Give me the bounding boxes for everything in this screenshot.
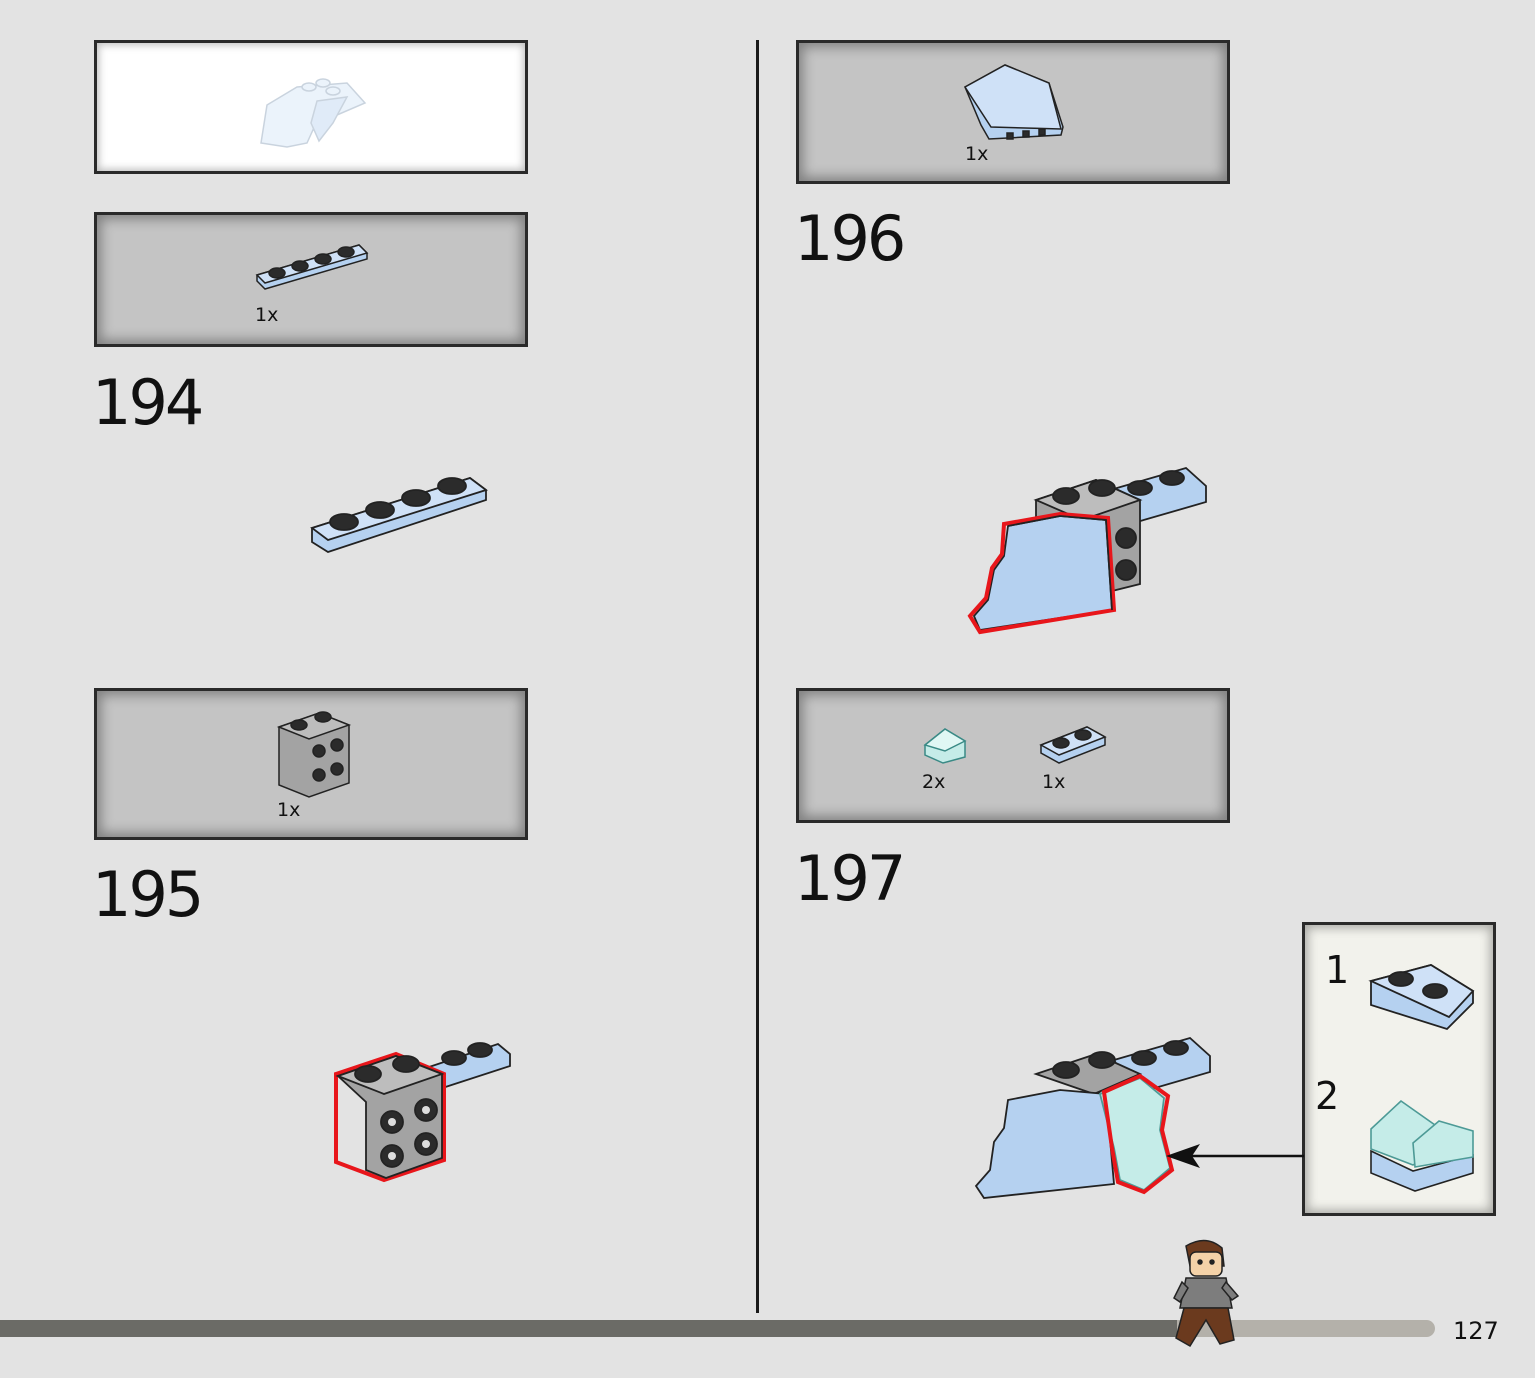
plate-1x4-part-icon xyxy=(255,244,369,290)
part-quantity: 1x xyxy=(277,799,301,821)
trans-slope-part-icon xyxy=(923,728,967,764)
callout-step-number: 2 xyxy=(1315,1074,1340,1118)
step-number-195: 195 xyxy=(92,858,204,931)
step-196-assembly-image xyxy=(967,466,1207,635)
step-number-194: 194 xyxy=(92,366,204,439)
callout-images xyxy=(1368,964,1475,1192)
step-197-parts-box: 2x 1x xyxy=(796,688,1230,823)
curved-slope-part-icon xyxy=(963,64,1064,140)
minifigure-progress-icon xyxy=(1173,1239,1240,1348)
callout-arrow xyxy=(1166,1144,1304,1168)
step-195-parts-box: 1x xyxy=(94,688,528,840)
bracket-2x2-part-icon xyxy=(276,711,352,798)
step-194-parts-box: 1x xyxy=(94,212,528,347)
callout-plate-1x2-image xyxy=(1368,964,1475,1031)
previous-assembly-preview xyxy=(94,40,528,174)
step-195-assembly-image xyxy=(334,1042,511,1183)
parts-icons xyxy=(923,726,1107,764)
column-divider xyxy=(756,40,759,1313)
part-quantity: 2x xyxy=(922,771,946,793)
step-number-197: 197 xyxy=(794,842,906,915)
plate-1x2-part-icon xyxy=(1039,726,1107,764)
step-194-assembly-image xyxy=(310,477,488,553)
part-quantity: 1x xyxy=(965,143,989,165)
sub-assembly-callout: 1 2 xyxy=(1302,922,1496,1216)
page-number: 127 xyxy=(1453,1317,1499,1345)
part-quantity: 1x xyxy=(255,304,279,326)
callout-step-number: 1 xyxy=(1325,948,1350,992)
step-197-assembly-image xyxy=(974,1036,1211,1199)
part-quantity: 1x xyxy=(1042,771,1066,793)
faded-assembly-image xyxy=(260,78,367,148)
step-196-parts-box: 1x xyxy=(796,40,1230,184)
progress-bar-fill xyxy=(0,1320,1177,1337)
callout-slopes-on-plate-image xyxy=(1370,1099,1474,1192)
step-number-196: 196 xyxy=(794,202,906,275)
progress-bar xyxy=(0,1320,1435,1337)
